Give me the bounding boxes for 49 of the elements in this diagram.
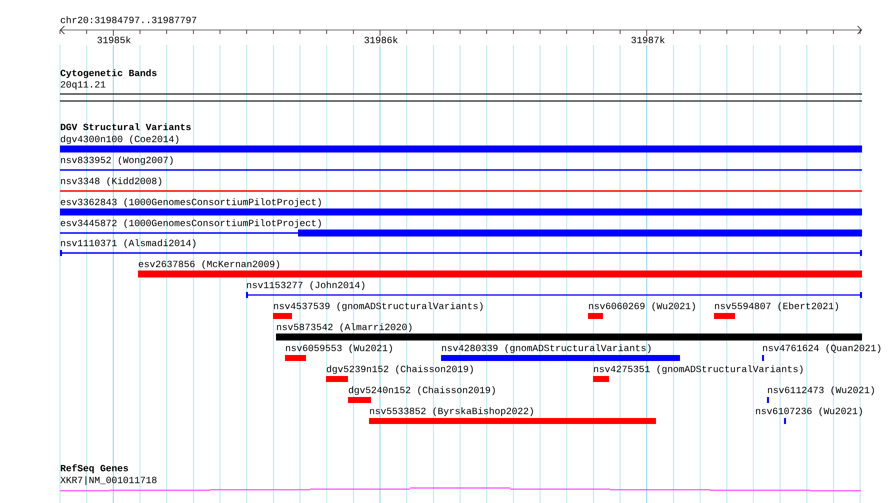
variant-feature: nsv6112473 (Wu2021) bbox=[767, 386, 874, 403]
variant-feature: nsv4537539 (gnomADStructuralVariants) bbox=[273, 302, 483, 319]
node-label: esv3362843 (1000GenomesConsortiumPilotProject) bbox=[60, 198, 321, 208]
node-label: dgv4300n100 (Coe2014) bbox=[60, 135, 178, 144]
cytoband: 20q11.21 bbox=[60, 81, 862, 102]
variant-feature: nsv1110371 (Alsmadi2014) bbox=[60, 239, 862, 256]
node-label: nsv4537539 (gnomADStructuralVariants) bbox=[274, 302, 483, 312]
node-label: nsv1110371 (Alsmadi2014) bbox=[61, 239, 196, 248]
node-label: nsv6059553 (Wu2021) bbox=[286, 344, 392, 354]
variant-feature: dgv4300n100 (Coe2014) bbox=[60, 135, 862, 152]
track-title: DGV Structural Variants bbox=[60, 123, 191, 130]
variant-feature: nsv3348 (Kidd2008) bbox=[60, 177, 862, 192]
variant-feature: nsv4280339 (gnomADStructuralVariants) bbox=[441, 344, 680, 361]
node-label: nsv3348 (Kidd2008) bbox=[61, 177, 162, 186]
node-label: nsv4761624 (Quan2021) bbox=[763, 344, 880, 354]
node-label: nsv4280339 (gnomADStructuralVariants) bbox=[442, 344, 651, 354]
node-label: nsv1153277 (John2014) bbox=[247, 281, 364, 290]
tick-label: 31987k bbox=[632, 36, 665, 44]
tick-label: 31986k bbox=[364, 36, 398, 44]
node-label: nsv4275351 (gnomADStructuralVariants) bbox=[594, 365, 803, 374]
node-label: dgv5239n152 (Chaisson2019) bbox=[326, 365, 473, 374]
coordinate-label: chr20:31984797..31987797 bbox=[60, 16, 196, 24]
node-label: nsv5873542 (Almarri2020) bbox=[277, 323, 412, 332]
variant-feature: dgv5240n152 (Chaisson2019) bbox=[348, 386, 495, 403]
node-label: nsv6112473 (Wu2021) bbox=[768, 386, 874, 396]
node-label: nsv5594807 (Ebert2021) bbox=[715, 302, 838, 312]
variant-feature: nsv5873542 (Almarri2020) bbox=[276, 323, 862, 340]
variant-feature: nsv6059553 (Wu2021) bbox=[285, 344, 392, 361]
node-label: nsv6107236 (Wu2021) bbox=[756, 407, 862, 416]
node-label: nsv833952 (Wong2007) bbox=[61, 156, 173, 166]
gene-feature: XKR7|NM_001011718 bbox=[60, 476, 862, 492]
variant-feature: nsv4275351 (gnomADStructuralVariants) bbox=[593, 365, 803, 382]
variant-feature: esv2637856 (McKernan2009) bbox=[138, 260, 862, 278]
tick-label: 31985k bbox=[98, 36, 131, 44]
variant-feature: nsv833952 (Wong2007) bbox=[60, 156, 862, 171]
node-label: nsv5533852 (ByrskaBishop2022) bbox=[370, 407, 533, 416]
variant-feature: nsv4761624 (Quan2021) bbox=[762, 344, 880, 361]
variant-feature: nsv5594807 (Ebert2021) bbox=[714, 302, 838, 319]
variant-feature: esv3362843 (1000GenomesConsortiumPilotProject) bbox=[60, 198, 862, 216]
variant-feature: nsv6060269 (Wu2021) bbox=[588, 302, 695, 319]
node-label: nsv6060269 (Wu2021) bbox=[589, 302, 695, 312]
variant-feature: nsv1153277 (John2014) bbox=[246, 281, 862, 298]
variant-feature: dgv5239n152 (Chaisson2019) bbox=[326, 365, 473, 382]
node-label: dgv5240n152 (Chaisson2019) bbox=[348, 386, 495, 396]
variant-feature: nsv5533852 (ByrskaBishop2022) bbox=[369, 407, 656, 424]
node-label: esv3445872 (1000GenomesConsortiumPilotProject) bbox=[60, 219, 321, 228]
node-label: esv2637856 (McKernan2009) bbox=[138, 260, 280, 270]
variant-feature: nsv6107236 (Wu2021) bbox=[756, 407, 862, 424]
variant-feature: esv3445872 (1000GenomesConsortiumPilotProject) bbox=[60, 219, 862, 236]
